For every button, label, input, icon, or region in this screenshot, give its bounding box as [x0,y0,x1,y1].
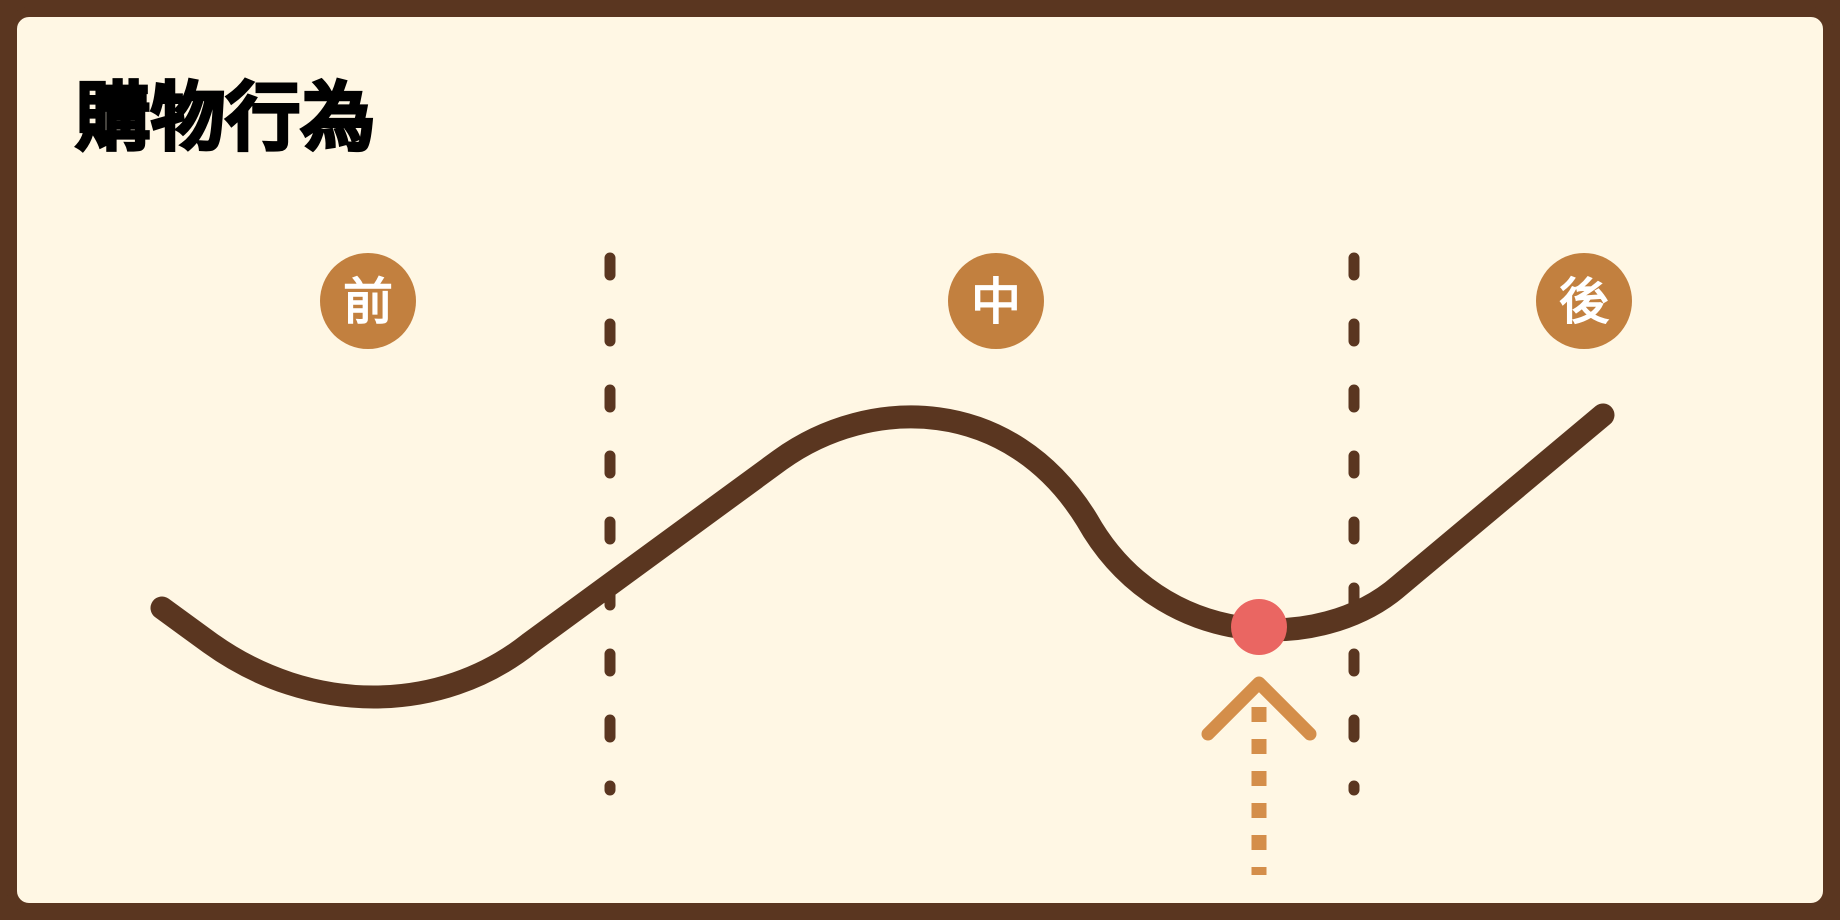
stage-after: 後 [1536,253,1632,349]
diagram-frame: 購物行為 [7,7,1833,913]
up-arrow-icon [1201,676,1317,875]
stage-label: 後 [1559,273,1610,331]
stage-label: 中 [971,273,1021,331]
stage-circle [320,253,416,349]
stage-during: 中 [948,253,1044,349]
stage-circle [948,253,1044,349]
stage-label: 前 [343,273,393,331]
highlight-marker [1231,599,1287,655]
diagram-title: 購物行為 [75,75,377,161]
stage-circle [1536,253,1632,349]
journey-curve [150,403,1615,709]
stage-before: 前 [320,253,416,349]
